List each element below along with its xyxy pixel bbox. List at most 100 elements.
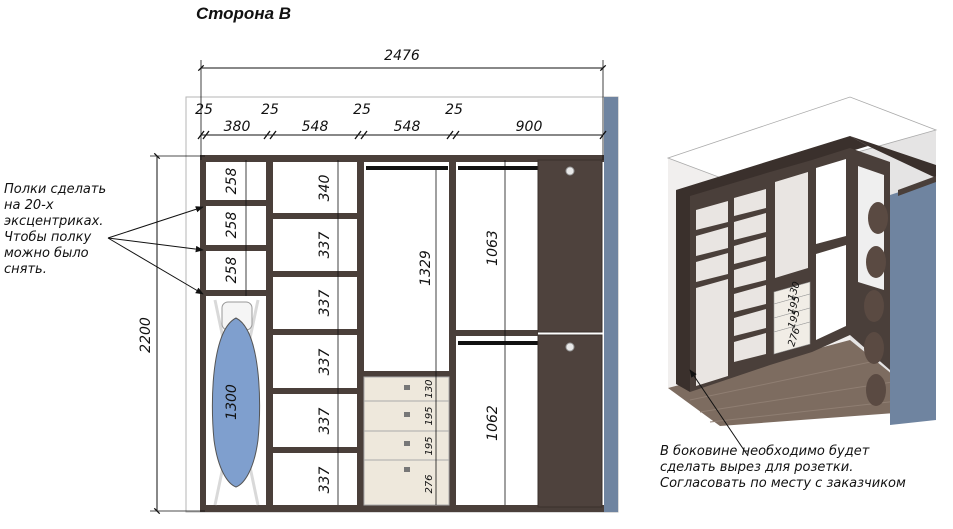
dimension-label: 2476 [384,48,420,64]
dimension-label: 258 [224,257,240,284]
dimension-label: 258 [224,168,240,195]
dimension-label: 2200 [138,317,154,353]
dimension-label: 25 [353,102,371,118]
drawer-handle [404,412,410,417]
dimension-label: 337 [317,408,333,435]
dimension-label: 195 [424,436,435,455]
side-wall-panel [890,180,936,425]
hanging-rail [458,341,538,345]
partition [266,155,273,512]
dimension-ticks [197,130,607,140]
dimension-label: 25 [195,102,213,118]
dimension-label: 1063 [485,230,501,266]
dimension-label: 1062 [485,405,501,441]
dimension-label: 337 [317,467,333,494]
drawer-handle [404,385,410,390]
round-shelf [866,246,886,278]
shelf [456,330,538,336]
hanging-rail [458,166,538,170]
note-line: Согласовать по месту с заказчиком [660,476,906,491]
dimension-label: 130 [424,379,435,398]
hanging-opening [816,245,846,340]
hanging-opening [775,172,808,278]
dimension-label: 337 [317,349,333,376]
shelf [273,329,357,335]
shelf-opening [734,189,766,216]
note-arrow [107,237,204,253]
door-hinge [565,166,575,176]
ceiling [666,96,938,186]
shelf-opening [734,333,766,362]
dimension-label: 900 [516,119,543,135]
round-shelf [866,374,886,406]
partition [357,155,364,512]
hanging-rail [366,166,448,170]
dimension-label: 195 [424,406,435,425]
drawer [773,321,811,355]
partition [449,155,456,512]
door-hinge [565,342,575,352]
top-panel [200,155,604,162]
shelf [206,245,266,251]
note-arrow [689,369,749,457]
dimension-label: 25 [261,102,279,118]
dimension-label: 548 [302,119,329,135]
note-line: В боковине необходимо будет [660,444,870,459]
top-panel [898,176,936,196]
bottom-panel [200,505,604,512]
dimension-label: 337 [317,290,333,317]
drawer-handle [404,441,410,446]
round-shelf [864,332,884,364]
drawer-handle [404,467,410,472]
door [537,159,603,333]
front-view: 2476 25 380 25 548 25 548 25 900 2200 25… [107,48,619,515]
note-line: на 20-х [4,198,54,213]
ironing-board [211,317,261,488]
dimension-label: 1300 [224,384,240,420]
note-arrow [107,237,204,295]
dimension-label: 258 [224,212,240,239]
shelf-opening [734,261,766,288]
shelf [364,371,449,377]
shelf [273,388,357,394]
shelf-opening [734,213,766,240]
socket-note: В боковине необходимо будет сделать выре… [660,444,950,492]
note-line: сделать вырез для розетки. [660,460,854,475]
note-arrow [107,206,204,239]
page-title: Сторона В [196,4,292,23]
shelf [206,290,266,296]
shelf-opening [696,279,728,386]
dimension-label: 380 [224,119,251,135]
shelf [273,271,357,277]
door [537,334,603,508]
shelf-opening [696,201,728,230]
shelf-opening [696,253,728,282]
shelf-opening [696,227,728,256]
shelf-opening [734,309,766,336]
hanging-opening [816,159,846,244]
round-shelf [864,290,884,322]
shelf-opening [734,237,766,264]
partition [200,155,206,512]
dimension-label: 276 [424,474,435,493]
shelf-opening [734,285,766,312]
side-wall-panel [604,97,618,512]
note-line: эксцентриках. [4,214,104,229]
top-panel [850,136,936,178]
note-line: Чтобы полку [4,230,92,245]
note-line: можно было [4,246,89,261]
side-panel [676,190,690,392]
note-line: Полки сделать [4,182,107,197]
shelf [273,213,357,219]
shelf [273,447,357,453]
shelf [206,200,266,206]
dimension-label: 548 [394,119,421,135]
round-shelf [868,202,888,234]
top-panel [676,136,868,200]
note-line: снять. [4,262,47,277]
shelves-note: Полки сделать на 20-х эксцентриках. Чтоб… [4,182,124,278]
dimension-label: 25 [445,102,463,118]
dimension-label: 340 [317,175,333,202]
dimension-label: 1329 [418,250,434,286]
